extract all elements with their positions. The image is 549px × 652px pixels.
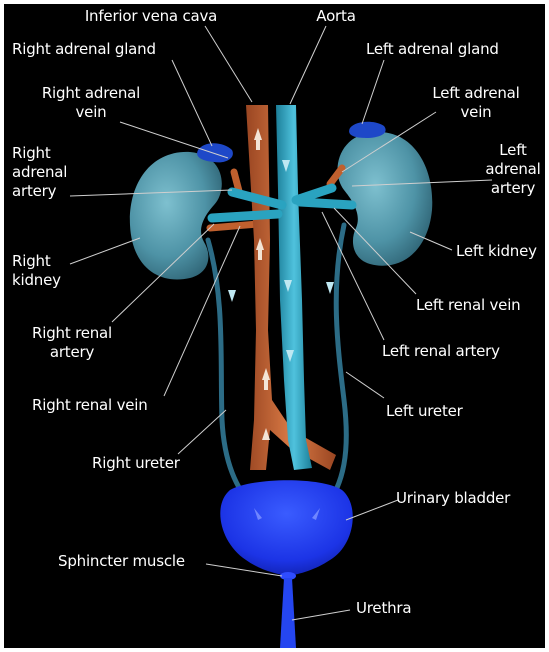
label-inferior-vena-cava: Inferior vena cava bbox=[56, 7, 246, 26]
label-right-ureter: Right ureter bbox=[92, 454, 212, 473]
label-left-ureter: Left ureter bbox=[386, 402, 506, 421]
label-left-renal-artery: Left renal artery bbox=[382, 342, 542, 361]
left-ureter bbox=[322, 225, 346, 512]
label-right-adrenal-vein: Right adrenal vein bbox=[26, 84, 156, 122]
label-urinary-bladder: Urinary bladder bbox=[396, 489, 546, 508]
left-kidney bbox=[338, 132, 433, 266]
label-left-kidney: Left kidney bbox=[456, 242, 546, 261]
label-sphincter-muscle: Sphincter muscle bbox=[58, 552, 218, 571]
label-right-adrenal-gland: Right adrenal gland bbox=[12, 40, 212, 59]
urinary-bladder-organ bbox=[220, 480, 352, 576]
label-urethra: Urethra bbox=[356, 599, 456, 618]
label-left-adrenal-gland: Left adrenal gland bbox=[366, 40, 536, 59]
urethra-tube bbox=[280, 578, 296, 648]
label-left-adrenal-vein: Left adrenal vein bbox=[414, 84, 538, 122]
label-right-renal-artery: Right renal artery bbox=[12, 324, 132, 362]
label-right-renal-vein: Right renal vein bbox=[32, 396, 192, 415]
label-right-kidney: Right kidney bbox=[12, 252, 92, 290]
left-adrenal-gland bbox=[349, 122, 385, 138]
label-left-adrenal-artery: Left adrenal artery bbox=[480, 141, 546, 198]
label-aorta: Aorta bbox=[306, 7, 366, 26]
label-right-adrenal-artery: Right adrenal artery bbox=[12, 144, 92, 201]
label-left-renal-vein: Left renal vein bbox=[416, 296, 546, 315]
